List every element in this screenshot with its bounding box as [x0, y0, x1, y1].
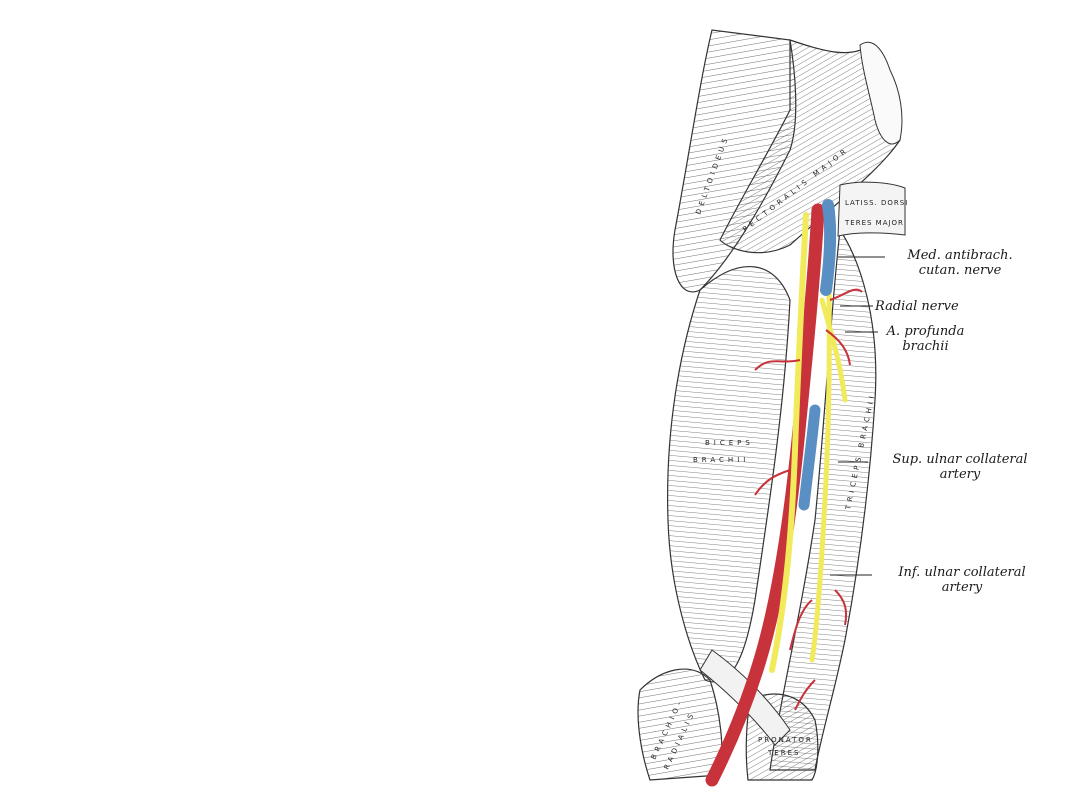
- muscle-label-teres-lower: TERES: [767, 749, 800, 757]
- leader-lines: [830, 256, 885, 576]
- label-med-antibrach-cutan-nerve: Med. antibrach. cutan. nerve: [885, 248, 1035, 278]
- label-inf-ulnar-collateral-artery: Inf. ulnar collateral artery: [872, 565, 1052, 595]
- muscle-label-pronator: PRONATOR: [758, 736, 813, 744]
- label-med-antibrach-line1: Med. antibrach.: [907, 248, 1013, 263]
- label-a-profunda-brachii: A. profunda brachii: [878, 324, 973, 354]
- basilic-vein-lower: [798, 404, 821, 511]
- muscle-label-brachii: BRACHII: [693, 456, 749, 464]
- latissimus-tendon: [837, 181, 906, 237]
- muscle-label-biceps: BICEPS: [705, 439, 754, 447]
- label-sup-ulnar-line1: Sup. ulnar collateral: [892, 452, 1028, 467]
- pectoralis-cut-edge: [859, 42, 903, 145]
- ulnar-nerve: [809, 237, 832, 663]
- median-nerve: [769, 212, 809, 673]
- brachioradialis-muscle: [637, 668, 723, 781]
- label-inf-ulnar-line1: Inf. ulnar collateral: [898, 565, 1026, 580]
- brachial-artery: [705, 203, 825, 787]
- label-sup-ulnar-collateral-artery: Sup. ulnar collateral artery: [870, 452, 1050, 482]
- label-radial-nerve: Radial nerve: [875, 299, 959, 314]
- biceps-muscle: [667, 266, 791, 683]
- label-profunda-line2: brachii: [902, 339, 949, 354]
- label-sup-ulnar-line2: artery: [939, 467, 981, 482]
- muscle-label-teres: TERES MAJOR: [844, 219, 904, 227]
- label-inf-ulnar-line2: artery: [941, 580, 983, 595]
- basilic-vein-upper: [820, 199, 837, 296]
- muscle-label-latiss: LATISS. DORSI: [845, 199, 908, 207]
- label-med-antibrach-line2: cutan. nerve: [918, 263, 1002, 278]
- label-profunda-line1: A. profunda: [886, 324, 965, 339]
- radial-nerve: [819, 297, 848, 403]
- arterial-branches: [754, 288, 863, 711]
